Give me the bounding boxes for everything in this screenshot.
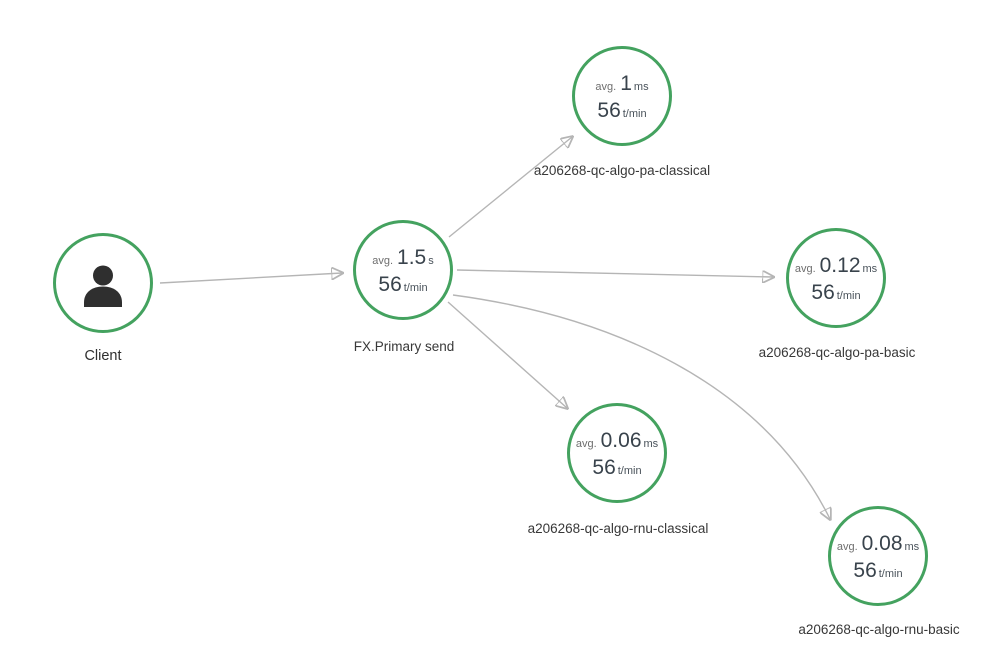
node-label-pa-classical: a206268-qc-algo-pa-classical bbox=[533, 163, 711, 178]
edge-fx-primary-send-to-pa-classical[interactable] bbox=[448, 137, 572, 238]
avg-value: 1.5 bbox=[397, 245, 427, 269]
node-pa-basic[interactable]: avg. 0.12 ms 56 t/min bbox=[786, 228, 886, 328]
node-label-client: Client bbox=[84, 348, 122, 364]
rate-unit: t/min bbox=[403, 281, 428, 294]
node-rnu-classical[interactable]: avg. 0.06 ms 56 t/min bbox=[567, 403, 667, 503]
avg-label: avg. bbox=[595, 80, 617, 93]
avg-unit: ms bbox=[862, 262, 878, 275]
rate-unit: t/min bbox=[878, 567, 903, 580]
rate-value: 56 bbox=[378, 272, 402, 296]
node-metrics: avg. 1.5 s 56 t/min bbox=[356, 223, 450, 317]
avg-value: 0.08 bbox=[861, 531, 903, 555]
rate-unit: t/min bbox=[617, 464, 642, 477]
node-rnu-basic[interactable]: avg. 0.08 ms 56 t/min bbox=[828, 506, 928, 606]
avg-label: avg. bbox=[575, 437, 597, 450]
avg-unit: ms bbox=[904, 540, 920, 553]
avg-unit: ms bbox=[633, 80, 649, 93]
edge-fx-primary-send-to-pa-basic[interactable] bbox=[456, 269, 773, 277]
avg-label: avg. bbox=[372, 254, 394, 267]
rate-unit: t/min bbox=[836, 289, 861, 302]
node-fx-primary-send[interactable]: avg. 1.5 s 56 t/min bbox=[353, 220, 453, 320]
node-label-rnu-basic: a206268-qc-algo-rnu-basic bbox=[798, 622, 960, 637]
edge-fx-primary-send-to-rnu-basic[interactable] bbox=[452, 294, 830, 519]
rate-value: 56 bbox=[597, 98, 621, 122]
node-metrics: avg. 0.06 ms 56 t/min bbox=[570, 406, 664, 500]
node-label-fx-primary-send: FX.Primary send bbox=[353, 339, 455, 354]
rate-unit: t/min bbox=[622, 107, 647, 120]
avg-value: 1 bbox=[620, 71, 632, 95]
avg-unit: ms bbox=[643, 437, 659, 450]
user-icon bbox=[80, 262, 126, 308]
avg-label: avg. bbox=[836, 540, 858, 553]
node-metrics: avg. 1 ms 56 t/min bbox=[575, 49, 669, 143]
node-label-rnu-classical: a206268-qc-algo-rnu-classical bbox=[527, 521, 709, 536]
avg-value: 0.06 bbox=[600, 428, 642, 452]
rate-value: 56 bbox=[811, 280, 835, 304]
node-pa-classical[interactable]: avg. 1 ms 56 t/min bbox=[572, 46, 672, 146]
edge-client-to-fx-primary-send[interactable] bbox=[159, 273, 342, 284]
avg-value: 0.12 bbox=[819, 253, 861, 277]
avg-unit: s bbox=[428, 254, 434, 267]
avg-label: avg. bbox=[794, 262, 816, 275]
rate-value: 56 bbox=[592, 455, 616, 479]
node-metrics: avg. 0.08 ms 56 t/min bbox=[831, 509, 925, 603]
node-label-pa-basic: a206268-qc-algo-pa-basic bbox=[758, 345, 916, 360]
node-client[interactable] bbox=[53, 233, 153, 333]
rate-value: 56 bbox=[853, 558, 877, 582]
edge-fx-primary-send-to-rnu-classical[interactable] bbox=[447, 301, 567, 408]
node-metrics: avg. 0.12 ms 56 t/min bbox=[789, 231, 883, 325]
